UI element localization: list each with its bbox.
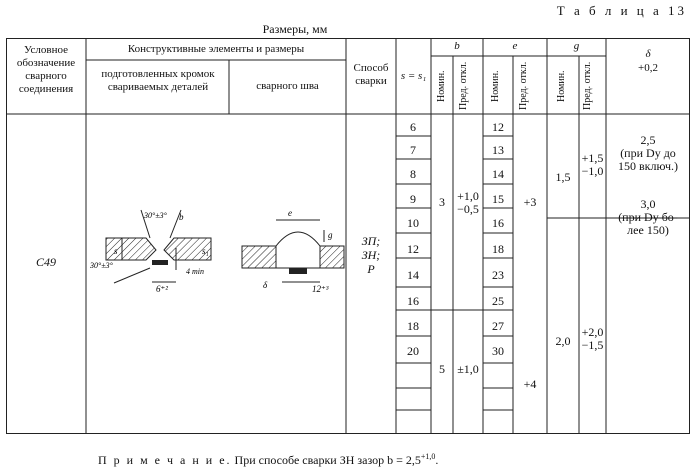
e-tol-2: +4 xyxy=(523,377,537,391)
method-zp: ЗП; xyxy=(361,234,381,248)
gap-label: 6⁺² xyxy=(156,284,168,294)
s-value: 16 xyxy=(407,294,419,308)
header-delta: δ xyxy=(645,48,651,60)
note-suffix: . xyxy=(435,453,439,467)
s-value: 6 xyxy=(410,120,416,134)
b-nom-1: 3 xyxy=(439,195,445,209)
angle-label: 30°±3° xyxy=(143,211,168,220)
e-value: 30 xyxy=(492,344,504,358)
b-tol-1: +1,0 −0,5 xyxy=(457,189,479,216)
g-nom-2: 2,0 xyxy=(555,334,571,348)
min-label: 4 min xyxy=(186,267,204,276)
header-b-nom: Номин. xyxy=(436,70,447,102)
g-nom-1: 1,5 xyxy=(555,170,571,184)
header-s: s = s₁ xyxy=(400,70,427,82)
header-structural-elements: Конструктивные элементы и размеры xyxy=(127,43,305,55)
header-weld: сварного шва xyxy=(256,80,319,92)
s-value: 14 xyxy=(407,268,419,282)
s-value: 9 xyxy=(410,192,416,206)
dimensions-caption: Размеры, мм xyxy=(262,22,328,36)
header-delta-tol: +0,2 xyxy=(638,62,658,74)
s-value: 10 xyxy=(407,216,419,230)
table-number: Т а б л и ц а 13 xyxy=(556,3,687,18)
angle2-label: 30°±3° xyxy=(89,261,114,270)
e-label: e xyxy=(288,208,292,218)
prepared-edges-drawing: 30°±3° b s s₁ 4 min 6⁺² 30°±3° xyxy=(89,209,212,294)
e-value: 13 xyxy=(492,143,504,157)
e-value: 15 xyxy=(492,192,504,206)
footnote: П р и м е ч а н и е. При способе сварки … xyxy=(98,452,438,468)
note-text: При способе сварки ЗН зазор b = 2,5 xyxy=(231,453,421,467)
e-value: 12 xyxy=(492,120,504,134)
header-e-tol: Пред. откл. xyxy=(518,61,529,111)
weld-seam-drawing: e g δ 12⁺³ xyxy=(241,208,345,294)
b-label: b xyxy=(179,212,184,222)
g-label: g xyxy=(328,230,333,240)
s-value: 12 xyxy=(407,242,419,256)
b-tol-2: ±1,0 xyxy=(457,362,479,376)
header-e: e xyxy=(512,40,518,52)
s-value: 18 xyxy=(407,319,419,333)
method-values: ЗП; ЗН; Р xyxy=(348,234,394,276)
delta-text-1: 2,5 (при Dу до 150 включ.) xyxy=(617,133,679,173)
weld-drawings: 30°±3° b s s₁ 4 min 6⁺² 30°±3° e g δ 12⁺… xyxy=(89,208,345,294)
header-g: g xyxy=(573,40,580,52)
s-value: 8 xyxy=(410,167,416,181)
welding-table: Условное обозначение сварного соединения… xyxy=(6,38,690,434)
designation-c49: С49 xyxy=(35,255,56,269)
header-prepared-edges: подготовленных кромок свариваемых детале… xyxy=(101,68,215,93)
header-g-tol: Пред. откл. xyxy=(582,61,593,111)
g-tol-1: +1,5 −1,0 xyxy=(581,151,604,178)
s-label: s xyxy=(114,246,118,256)
b-nom-2: 5 xyxy=(439,362,445,376)
g-tol-2: +2,0 −1,5 xyxy=(581,325,604,352)
header-designation: Условное обозначение сварного соединения xyxy=(16,44,76,95)
e-value: 16 xyxy=(492,216,504,230)
delta-label: δ xyxy=(263,280,268,290)
e-value: 25 xyxy=(492,294,504,308)
width-label: 12⁺³ xyxy=(312,284,329,294)
header-method: Способ сварки xyxy=(353,62,389,87)
method-r: Р xyxy=(367,262,375,276)
method-zn: ЗН; xyxy=(361,248,381,262)
header-e-nom: Номин. xyxy=(490,70,501,102)
e-value: 27 xyxy=(492,319,504,333)
e-value: 14 xyxy=(492,167,504,181)
header-b: b xyxy=(454,40,460,52)
e-tol-1: +3 xyxy=(523,195,537,209)
s-value: 7 xyxy=(410,143,416,157)
s1-label: s₁ xyxy=(202,246,209,256)
note-sup: +1,0 xyxy=(420,452,436,461)
e-value: 18 xyxy=(492,242,504,256)
delta-text-2: 3,0 (при Dу бо- лее 150) xyxy=(618,197,678,237)
header-b-tol: Пред. откл. xyxy=(458,61,469,111)
e-value: 23 xyxy=(492,268,504,282)
s-value: 20 xyxy=(407,344,419,358)
note-prefix: П р и м е ч а н и е. xyxy=(98,453,232,467)
header-g-nom: Номин. xyxy=(556,70,567,102)
table-grid-lines xyxy=(6,38,690,434)
